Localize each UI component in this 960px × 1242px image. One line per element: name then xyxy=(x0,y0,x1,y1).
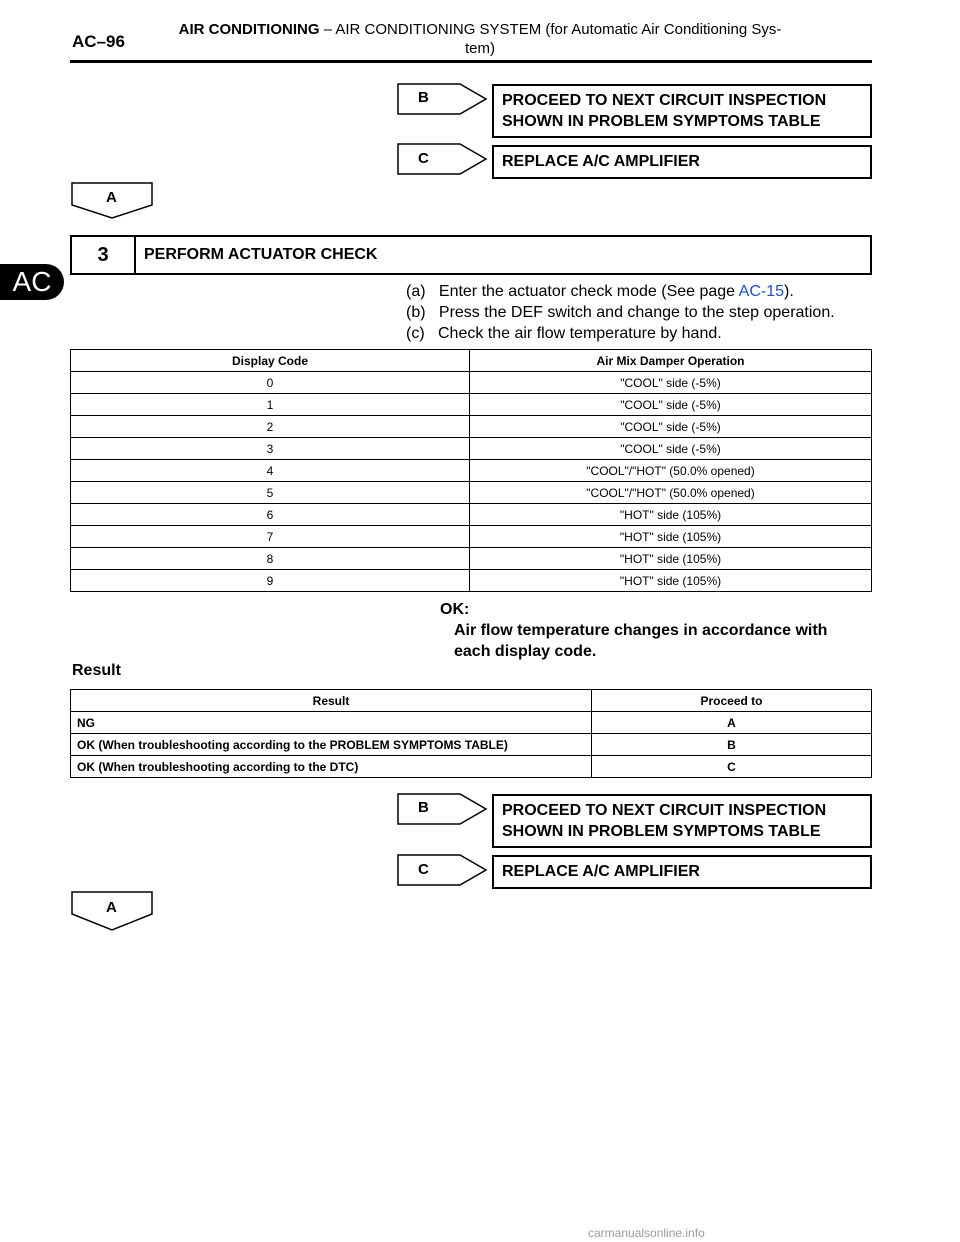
table-row: 6"HOT" side (105%) xyxy=(70,503,872,526)
damper-operation-cell: "COOL" side (-5%) xyxy=(469,415,872,438)
branch-b-action-box: PROCEED TO NEXT CIRCUIT INSPECTION SHOWN… xyxy=(492,84,872,138)
display-code-cell: 3 xyxy=(70,437,470,460)
table-header-row: Result Proceed to xyxy=(70,689,872,712)
table-row: 8"HOT" side (105%) xyxy=(70,547,872,570)
damper-operation-cell: "HOT" side (105%) xyxy=(469,569,872,592)
step-number: 3 xyxy=(72,237,136,273)
table-row: 9"HOT" side (105%) xyxy=(70,569,872,592)
result-cell: OK (When troubleshooting according to th… xyxy=(70,733,592,756)
branch-a-label: A xyxy=(106,899,117,916)
column-header: Proceed to xyxy=(591,689,872,712)
damper-operation-cell: "COOL"/"HOT" (50.0% opened) xyxy=(469,459,872,482)
damper-operation-cell: "COOL" side (-5%) xyxy=(469,437,872,460)
damper-operation-cell: "HOT" side (105%) xyxy=(469,525,872,548)
branch-b-label: B xyxy=(418,89,429,106)
branch-b-text-line1: PROCEED TO NEXT CIRCUIT INSPECTION xyxy=(502,92,827,109)
column-header: Air Mix Damper Operation xyxy=(469,349,872,372)
instruction-a: (a) Enter the actuator check mode (See p… xyxy=(406,283,794,301)
table-row: 0"COOL" side (-5%) xyxy=(70,371,872,394)
proceed-cell: B xyxy=(591,733,872,756)
table-row: 5"COOL"/"HOT" (50.0% opened) xyxy=(70,481,872,504)
damper-operation-cell: "COOL"/"HOT" (50.0% opened) xyxy=(469,481,872,504)
page-number: AC–96 xyxy=(72,32,125,51)
table-row: OK (When troubleshooting according to th… xyxy=(70,733,872,756)
damper-operation-cell: "COOL" side (-5%) xyxy=(469,371,872,394)
table-row: 4"COOL"/"HOT" (50.0% opened) xyxy=(70,459,872,482)
page-link-ac15[interactable]: AC-15 xyxy=(738,283,784,300)
table-row: 1"COOL" side (-5%) xyxy=(70,393,872,416)
branch-c-action-box: REPLACE A/C AMPLIFIER xyxy=(492,145,872,179)
section-side-tab: AC xyxy=(0,264,64,300)
branch-c-text: REPLACE A/C AMPLIFIER xyxy=(502,863,700,880)
actuator-check-table: Display Code Air Mix Damper Operation 0"… xyxy=(70,349,872,592)
ok-text-line2: each display code. xyxy=(454,643,597,660)
instruction-b: (b) Press the DEF switch and change to t… xyxy=(406,304,835,321)
display-code-cell: 1 xyxy=(70,393,470,416)
proceed-cell: C xyxy=(591,755,872,778)
header-divider xyxy=(70,60,872,63)
display-code-cell: 2 xyxy=(70,415,470,438)
branch-c-text: REPLACE A/C AMPLIFIER xyxy=(502,153,700,170)
display-code-cell: 9 xyxy=(70,569,470,592)
page-header-title: AIR CONDITIONING – AIR CONDITIONING SYST… xyxy=(150,20,810,58)
branch-b-text-line2: SHOWN IN PROBLEM SYMPTOMS TABLE xyxy=(502,113,821,130)
branch-b-action-box: PROCEED TO NEXT CIRCUIT INSPECTION SHOWN… xyxy=(492,794,872,848)
display-code-cell: 6 xyxy=(70,503,470,526)
column-header: Result xyxy=(70,689,592,712)
ok-label: OK: xyxy=(440,601,470,618)
damper-operation-cell: "HOT" side (105%) xyxy=(469,547,872,570)
branch-c-action-box: REPLACE A/C AMPLIFIER xyxy=(492,855,872,889)
column-header: Display Code xyxy=(70,349,470,372)
table-header-row: Display Code Air Mix Damper Operation xyxy=(70,349,872,372)
display-code-cell: 4 xyxy=(70,459,470,482)
branch-b-text-line1: PROCEED TO NEXT CIRCUIT INSPECTION xyxy=(502,802,827,819)
table-row: OK (When troubleshooting according to th… xyxy=(70,755,872,778)
damper-operation-cell: "HOT" side (105%) xyxy=(469,503,872,526)
display-code-cell: 0 xyxy=(70,371,470,394)
instruction-c: (c) Check the air flow temperature by ha… xyxy=(406,325,722,342)
display-code-cell: 7 xyxy=(70,525,470,548)
ok-text-line1: Air flow temperature changes in accordan… xyxy=(454,622,828,639)
table-row: 7"HOT" side (105%) xyxy=(70,525,872,548)
branch-c-label: C xyxy=(418,861,429,878)
instruction-a-end: ). xyxy=(784,283,794,300)
header-title-line2: tem) xyxy=(465,40,495,57)
instruction-a-text: (a) Enter the actuator check mode (See p… xyxy=(406,283,739,300)
table-row: 3"COOL" side (-5%) xyxy=(70,437,872,460)
section-name: AIR CONDITIONING xyxy=(178,21,320,38)
result-cell: OK (When troubleshooting according to th… xyxy=(70,755,592,778)
header-dash: – xyxy=(323,21,333,38)
footer-watermark: carmanualsonline.info xyxy=(588,1226,705,1240)
result-heading: Result xyxy=(72,662,121,679)
display-code-cell: 8 xyxy=(70,547,470,570)
branch-a-label: A xyxy=(106,189,117,206)
branch-arrows-2 xyxy=(71,793,488,931)
proceed-cell: A xyxy=(591,711,872,734)
result-cell: NG xyxy=(70,711,592,734)
branch-arrows-1 xyxy=(71,83,488,219)
branch-b-label: B xyxy=(418,799,429,816)
step-title: PERFORM ACTUATOR CHECK xyxy=(144,246,378,263)
display-code-cell: 5 xyxy=(70,481,470,504)
step-header: 3 PERFORM ACTUATOR CHECK xyxy=(70,235,872,275)
damper-operation-cell: "COOL" side (-5%) xyxy=(469,393,872,416)
branch-c-label: C xyxy=(418,150,429,167)
branch-b-text-line2: SHOWN IN PROBLEM SYMPTOMS TABLE xyxy=(502,823,821,840)
table-row: 2"COOL" side (-5%) xyxy=(70,415,872,438)
header-title-line1: AIR CONDITIONING SYSTEM (for Automatic A… xyxy=(335,21,782,38)
